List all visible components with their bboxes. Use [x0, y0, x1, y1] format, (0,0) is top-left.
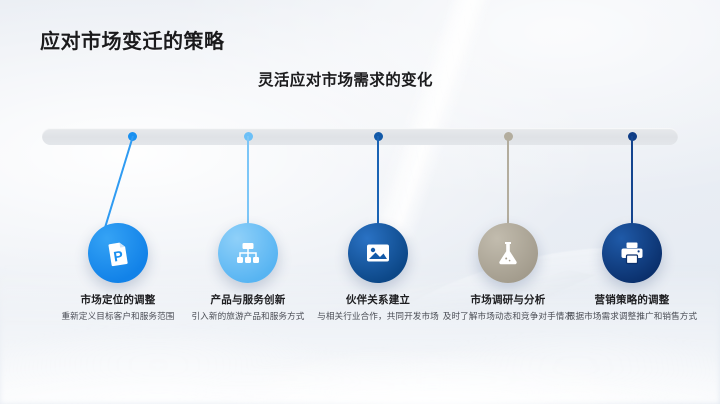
- timeline-icon-bubble-5[interactable]: [602, 223, 662, 283]
- timeline-item-title-1: 市场定位的调整: [80, 294, 156, 306]
- timeline-item-title-2: 产品与服务创新: [210, 294, 286, 306]
- slide-title: 应对市场变迁的策略: [40, 31, 225, 53]
- timeline-stem-4: [507, 136, 509, 228]
- flask-beaker-icon: [493, 238, 523, 268]
- timeline-icon-bubble-1[interactable]: P: [88, 223, 148, 283]
- svg-text:P: P: [112, 247, 124, 264]
- timeline-stem-2: [247, 136, 249, 228]
- timeline-stem-3: [377, 136, 379, 228]
- timeline-item-desc-4: 及时了解市场动态和竞争对手情况: [442, 311, 574, 321]
- timeline-icon-bubble-2[interactable]: [218, 223, 278, 283]
- timeline-stem-1: [104, 135, 134, 228]
- slide-subtitle: 灵活应对市场需求的变化: [258, 72, 433, 89]
- cloud-haze-decoration: [0, 264, 720, 404]
- timeline-item-title-3: 伙伴关系建立: [345, 294, 411, 306]
- sitemap-hierarchy-icon: [233, 238, 263, 268]
- timeline-item-desc-5: 根据市场需求调整推广和销售方式: [566, 311, 698, 321]
- timeline-item-title-4: 市场调研与分析: [470, 294, 546, 306]
- light-streak-decoration: [314, 0, 576, 252]
- timeline-item-title-5: 营销策略的调整: [594, 294, 670, 306]
- timeline-icon-bubble-4[interactable]: [478, 223, 538, 283]
- timeline-item-desc-1: 重新定义目标客户和服务范围: [61, 311, 175, 321]
- printer-icon: [617, 238, 647, 268]
- timeline-item-desc-3: 与相关行业合作，共同开发市场: [317, 311, 439, 321]
- timeline-stem-5: [631, 136, 633, 228]
- timeline-item-desc-2: 引入新的旅游产品和服务方式: [191, 311, 305, 321]
- timeline-rail: [42, 128, 678, 145]
- cloud-haze-lower-decoration: [0, 344, 720, 404]
- image-picture-icon: [363, 238, 393, 268]
- document-p-icon: P: [103, 238, 133, 268]
- timeline-icon-bubble-3[interactable]: [348, 223, 408, 283]
